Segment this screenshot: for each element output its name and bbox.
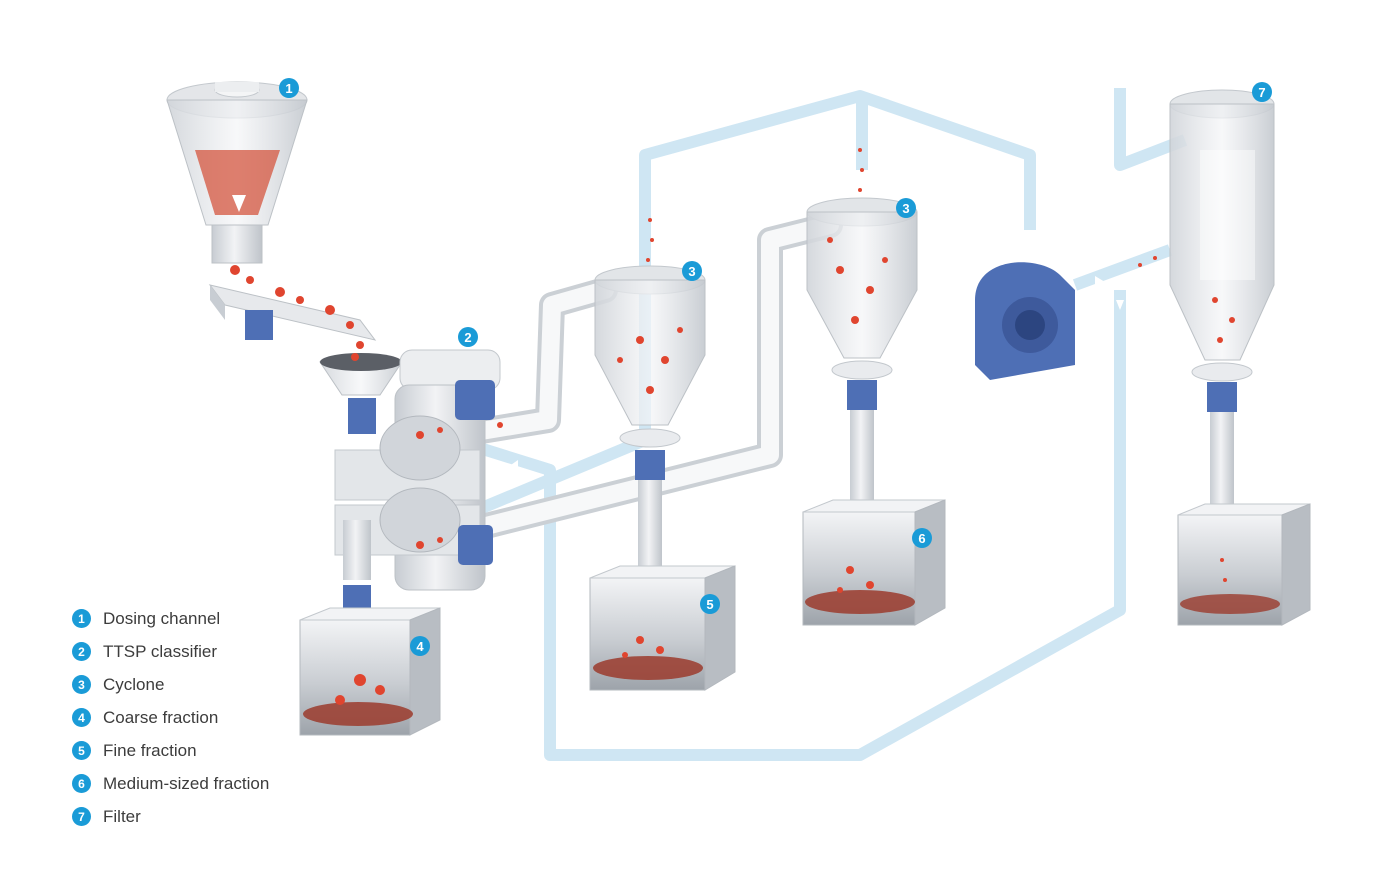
legend-item-dosing-channel: 1 Dosing channel xyxy=(72,602,269,635)
fan xyxy=(975,262,1075,380)
badge-cyclone-right: 3 xyxy=(896,198,916,218)
legend-label: Cyclone xyxy=(103,674,165,694)
cyclone-right xyxy=(806,197,918,510)
legend: 1 Dosing channel 2 TTSP classifier 3 Cyc… xyxy=(72,602,269,833)
legend-label: TTSP classifier xyxy=(103,641,217,661)
legend-label: Coarse fraction xyxy=(103,707,219,727)
legend-item-fine-fraction: 5 Fine fraction xyxy=(72,734,269,767)
svg-text:2: 2 xyxy=(464,330,471,345)
filter-dust-bin xyxy=(1177,503,1311,626)
svg-text:7: 7 xyxy=(1258,85,1265,100)
legend-label: Fine fraction xyxy=(103,740,197,760)
badge-medium: 6 xyxy=(912,528,932,548)
badge-classifier: 2 xyxy=(458,327,478,347)
transport-pipes xyxy=(457,212,843,543)
ttsp-classifier xyxy=(319,349,501,615)
legend-number: 7 xyxy=(72,807,91,826)
legend-label: Dosing channel xyxy=(103,608,221,628)
legend-number: 4 xyxy=(72,708,91,727)
badge-dosing: 1 xyxy=(279,78,299,98)
legend-item-cyclone: 3 Cyclone xyxy=(72,668,269,701)
svg-text:5: 5 xyxy=(706,597,713,612)
legend-label: Medium-sized fraction xyxy=(103,773,270,793)
legend-number: 5 xyxy=(72,741,91,760)
svg-text:3: 3 xyxy=(902,201,909,216)
particles xyxy=(230,148,1235,705)
legend-number: 1 xyxy=(72,609,91,628)
svg-text:6: 6 xyxy=(918,531,925,546)
badge-filter: 7 xyxy=(1252,82,1272,102)
legend-item-ttsp-classifier: 2 TTSP classifier xyxy=(72,635,269,668)
badge-fine: 5 xyxy=(700,594,720,614)
filter-unit xyxy=(1169,89,1275,512)
badge-cyclone-left: 3 xyxy=(682,261,702,281)
legend-number: 6 xyxy=(72,774,91,793)
legend-number: 3 xyxy=(72,675,91,694)
legend-number: 2 xyxy=(72,642,91,661)
legend-item-medium-fraction: 6 Medium-sized fraction xyxy=(72,767,269,800)
coarse-fraction-bin xyxy=(299,607,441,736)
fine-fraction-bin xyxy=(589,565,736,691)
legend-item-coarse-fraction: 4 Coarse fraction xyxy=(72,701,269,734)
svg-text:4: 4 xyxy=(416,639,424,654)
medium-fraction-bin xyxy=(802,499,946,626)
dosing-channel-chute xyxy=(208,284,377,341)
air-loop xyxy=(462,88,1188,761)
legend-label: Filter xyxy=(103,806,141,826)
legend-item-filter: 7 Filter xyxy=(72,800,269,833)
cyclone-left xyxy=(594,265,706,572)
svg-text:3: 3 xyxy=(688,264,695,279)
dosing-hopper xyxy=(166,81,308,264)
badge-coarse: 4 xyxy=(410,636,430,656)
svg-text:1: 1 xyxy=(285,81,292,96)
